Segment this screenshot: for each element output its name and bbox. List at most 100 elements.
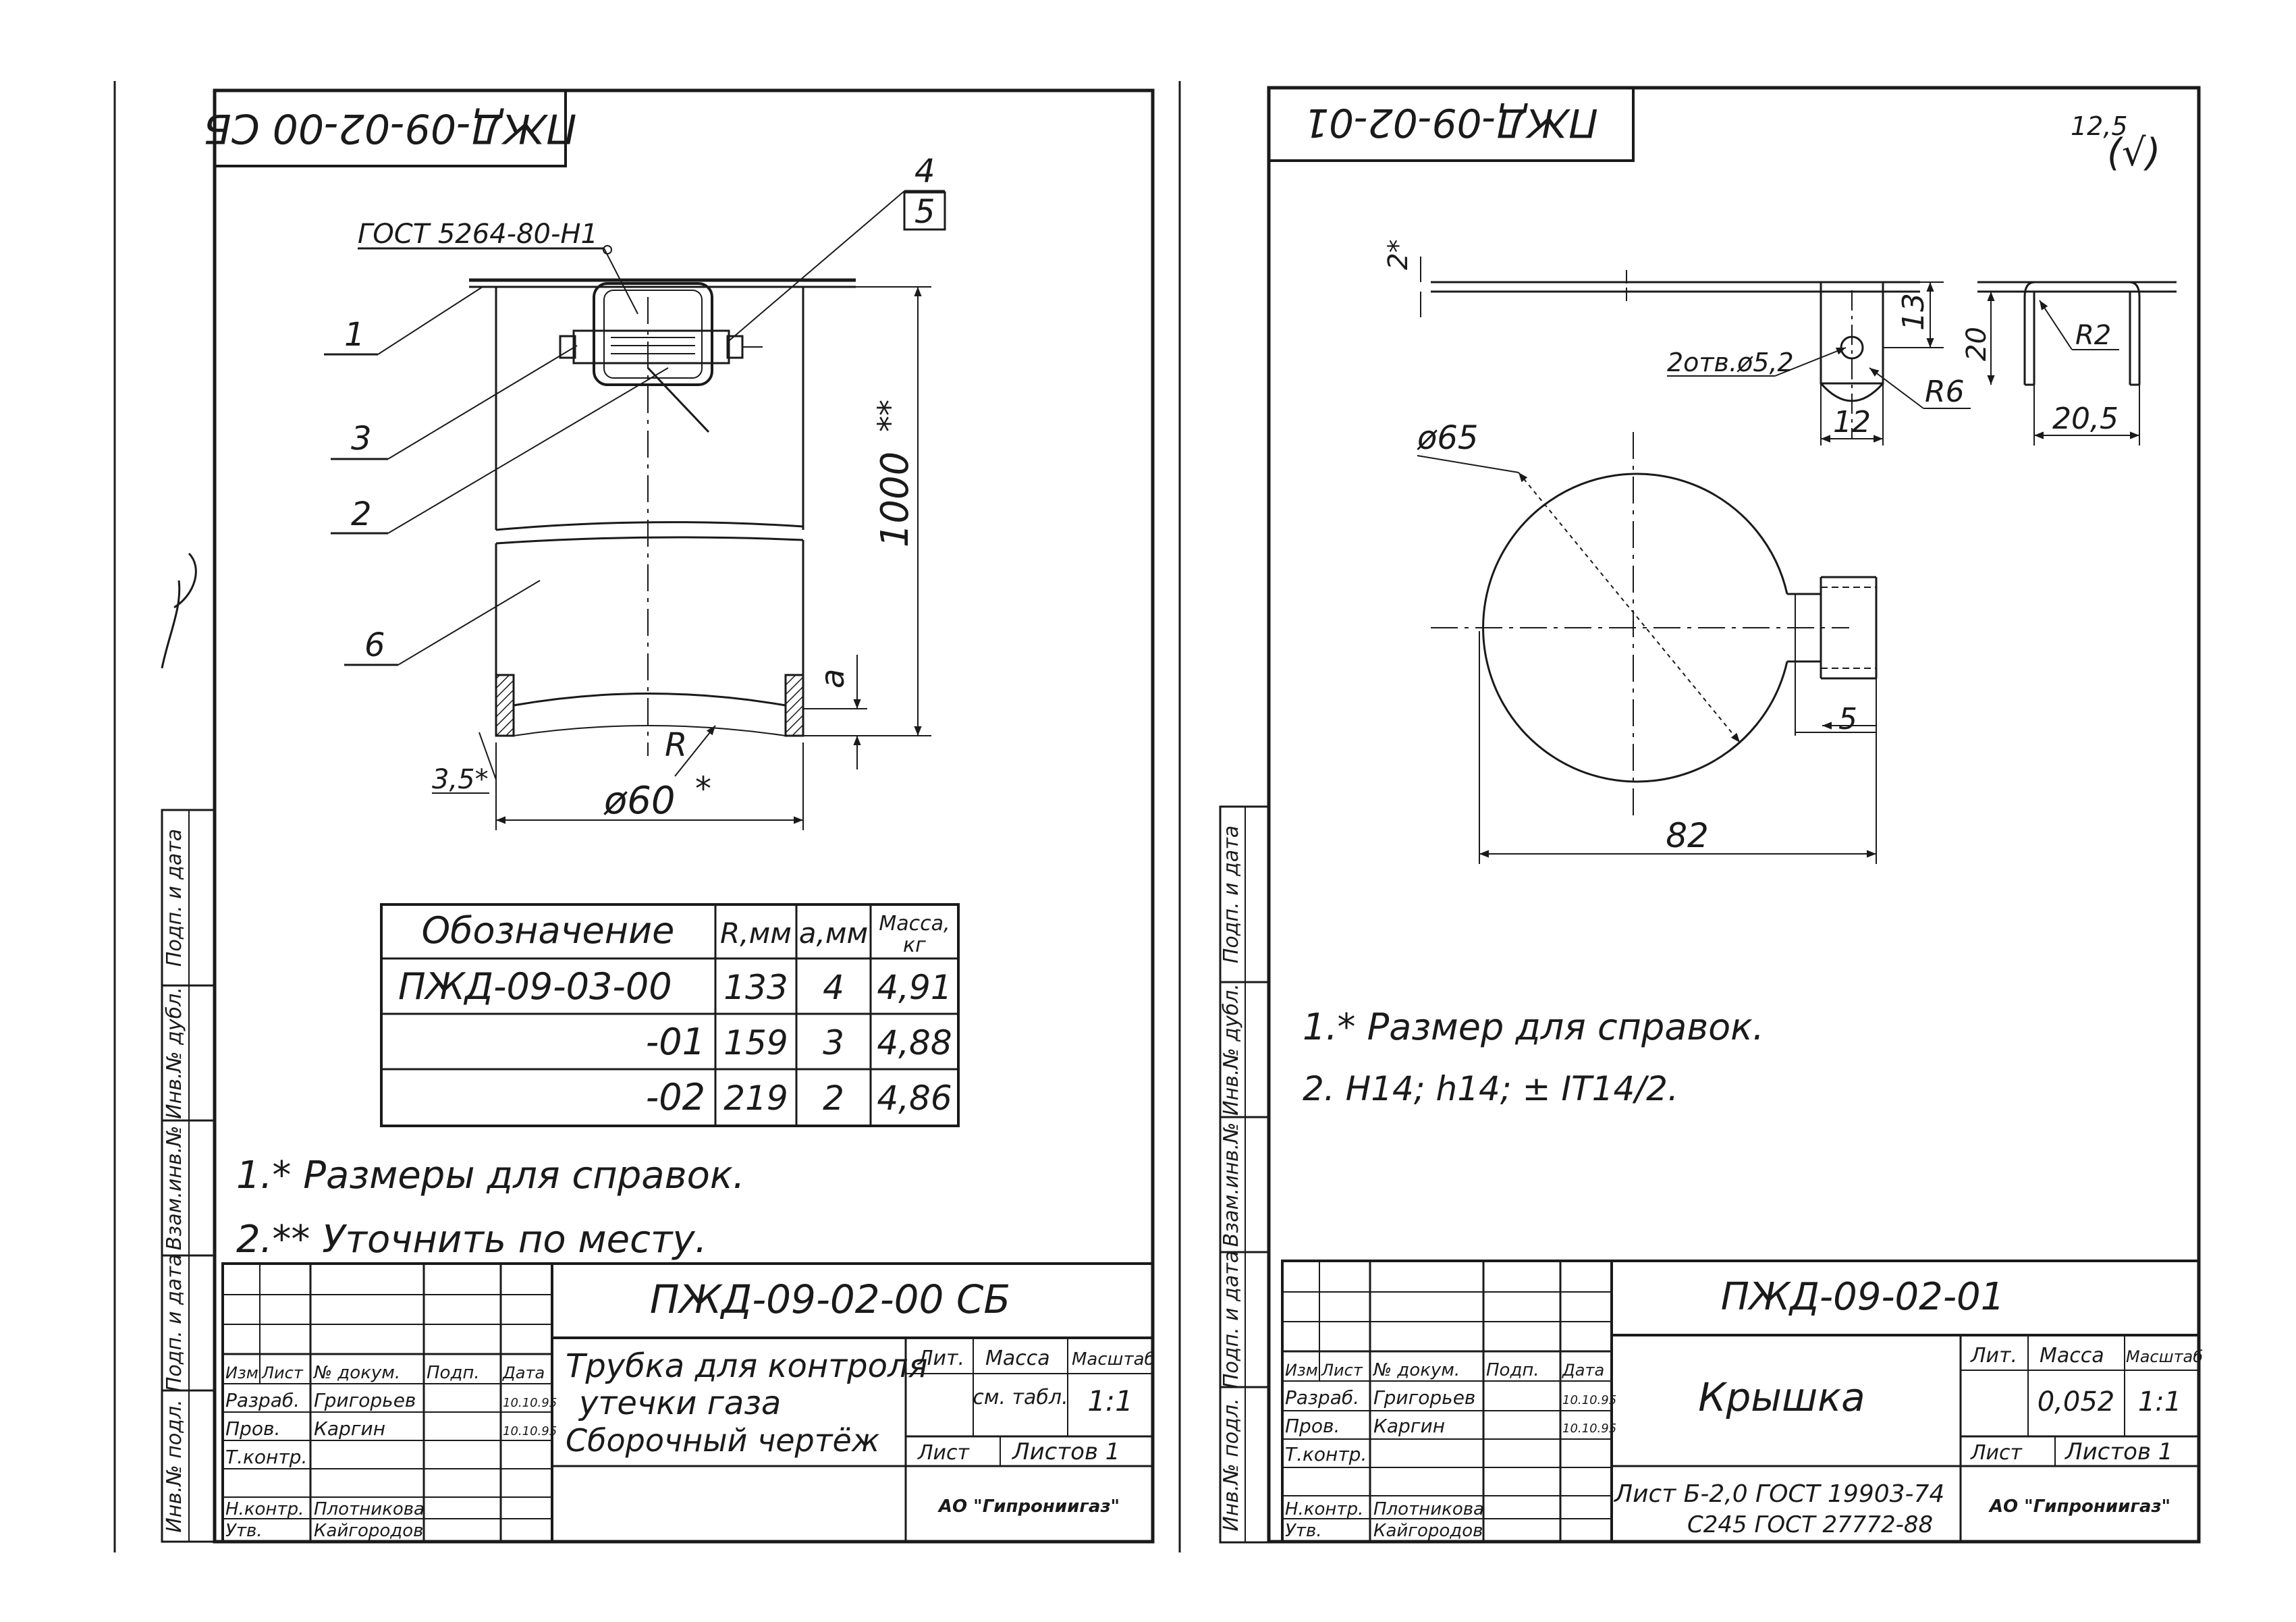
dim-diameter: ø60 [603, 779, 676, 823]
table-cell: ПЖД-09-03-00 [398, 965, 672, 1008]
plan-view: ø65 5 82 [1417, 419, 1878, 864]
table-header-r: R,мм [720, 917, 792, 950]
dim-R: R [665, 726, 687, 764]
tb-lit-label: Лит. [917, 1347, 964, 1370]
tb-header-izm: Изм [225, 1363, 258, 1382]
tb-date: 10.10.95 [1562, 1422, 1616, 1436]
note-2: 2. Н14; h14; ± IT14/2. [1303, 1069, 1678, 1108]
dim-5: 5 [1838, 702, 1857, 736]
dim-weld: 3,5* [432, 764, 489, 795]
table-header-mass-unit: кг [903, 934, 926, 957]
tb-date: 10.10.95 [503, 1424, 557, 1438]
table-cell: 3 [823, 1023, 844, 1062]
tb-organization: АО "Гипрониигаз" [1988, 1496, 2170, 1517]
tb-name: Кайгородов [1373, 1521, 1483, 1541]
tb-doc-name: Крышка [1698, 1374, 1865, 1420]
table-cell: 4 [823, 968, 844, 1007]
note-1: 1.* Размер для справок. [1303, 1006, 1764, 1048]
right-sheet: ПЖД-09-02-01 Подп. и дата Инв.№ дубл. Вз… [1178, 81, 2203, 1552]
table-header-designation: Обозначение [422, 909, 675, 952]
strip-label: Подп. и дата [163, 829, 186, 967]
tb-name: Григорьев [314, 1389, 416, 1411]
tb-sheet-label: Лист [917, 1441, 971, 1465]
tb-doc-name: Трубка для контроля [566, 1347, 928, 1385]
position-label: 1 [344, 316, 365, 354]
strip-label: Подп. и дата [1220, 1251, 1243, 1388]
dim-length: 1000 [873, 452, 917, 548]
table-cell: 133 [723, 968, 788, 1007]
strip-label: Инв.№ дубл. [163, 987, 186, 1119]
roughness-mark: (√) [2107, 131, 2160, 175]
dim-82: 82 [1666, 816, 1709, 855]
tb-role: Н.контр. [225, 1499, 304, 1519]
side-strip: Подп. и дата Инв.№ дубл. Взам.инв.№ Подп… [161, 809, 216, 1543]
roughness-value: 12,5 [2071, 111, 2128, 141]
tb-organization: АО "Гипрониигаз" [937, 1496, 1120, 1517]
tb-role: Разраб. [1285, 1386, 1359, 1409]
tb-mass-label: Масса [985, 1347, 1050, 1370]
tb-role: Т.контр. [1285, 1443, 1367, 1465]
dim-20: 20 [1961, 327, 1992, 361]
tb-lit-label: Лит. [1970, 1344, 2017, 1368]
dim-12: 12 [1833, 405, 1871, 439]
table-cell: 2 [823, 1079, 844, 1118]
left-sheet: ПЖД-09-02-00 СБ Подп. и дата Инв.№ дубл.… [113, 81, 1155, 1552]
sheet-code-mirrored: ПЖД-09-02-01 [1304, 100, 1598, 146]
tb-name: Каргин [314, 1417, 385, 1440]
dim-length-mark: ** [871, 400, 909, 432]
strip-label: Инв.№ дубл. [1220, 983, 1243, 1116]
tb-material: С245 ГОСТ 27772-88 [1687, 1511, 1933, 1538]
tb-scale-value: 1:1 [1087, 1384, 1133, 1417]
strip-label: Подп. и дата [163, 1254, 186, 1392]
side-view: 2* 13 12 2отв.ø5,2 R6 [1383, 240, 1971, 445]
dim-R2: R2 [2075, 320, 2111, 351]
signature-mark [161, 552, 197, 669]
tb-header-sign: Подп. [427, 1363, 480, 1383]
tb-role: Утв. [1285, 1521, 1322, 1541]
table-cell: -02 [646, 1076, 705, 1118]
lug-detail: 20 R2 20,5 [1961, 281, 2177, 445]
table-header-mass: Масса, [879, 912, 950, 936]
tb-role: Пров. [1285, 1415, 1340, 1437]
table-cell: 4,91 [877, 968, 952, 1007]
table-cell: 159 [723, 1023, 788, 1062]
tb-header-doc: № докум. [312, 1363, 400, 1383]
table-cell: 219 [723, 1079, 788, 1118]
tb-name: Кайгородов [314, 1521, 423, 1541]
strip-label: Взам.инв.№ [163, 1126, 186, 1251]
tb-mass-label: Масса [2040, 1344, 2104, 1368]
dim-d65: ø65 [1417, 419, 1478, 457]
dim-R6: R6 [1925, 375, 1965, 409]
tb-doc-name: Сборочный чертёж [566, 1422, 880, 1459]
dim-2: 2* [1383, 240, 1414, 270]
strip-label: Взам.инв.№ [1220, 1123, 1243, 1247]
tb-name: Плотникова [1373, 1499, 1484, 1519]
variants-table: Обозначение R,мм a,мм Масса, кг ПЖД-09-0… [380, 903, 960, 1127]
tb-date: 10.10.95 [503, 1396, 557, 1410]
tb-role: Т.контр. [225, 1446, 307, 1468]
tb-sheets-label: Листов 1 [1011, 1438, 1120, 1465]
tb-header-date: Дата [502, 1363, 545, 1382]
tb-role: Пров. [225, 1417, 280, 1440]
strip-label: Подп. и дата [1220, 826, 1243, 963]
tb-role: Утв. [225, 1521, 263, 1541]
tb-header-list: Лист [261, 1363, 304, 1382]
title-block: Изм Лист № докум. Подп. Дата Разраб. Гри… [1281, 1260, 2203, 1543]
tb-name: Каргин [1373, 1415, 1445, 1437]
tb-scale-label: Масштаб [1072, 1349, 1155, 1370]
position-label: 6 [364, 626, 385, 664]
table-cell: -01 [646, 1021, 705, 1063]
tb-role: Разраб. [225, 1389, 300, 1411]
table-cell: 4,88 [877, 1023, 952, 1062]
tb-mass-value: см. табл. [973, 1386, 1068, 1409]
position-label: 5 [914, 193, 935, 231]
strip-label: Инв.№ подл. [1220, 1398, 1243, 1531]
tb-header-list: Лист [1321, 1361, 1363, 1380]
dim-20-5: 20,5 [2052, 402, 2119, 436]
tb-header-izm: Изм [1285, 1361, 1318, 1380]
tb-name: Григорьев [1373, 1386, 1475, 1409]
table-header-a: a,мм [799, 917, 868, 950]
tb-role: Н.контр. [1285, 1499, 1363, 1519]
tb-doc-name: утечки газа [578, 1384, 781, 1422]
